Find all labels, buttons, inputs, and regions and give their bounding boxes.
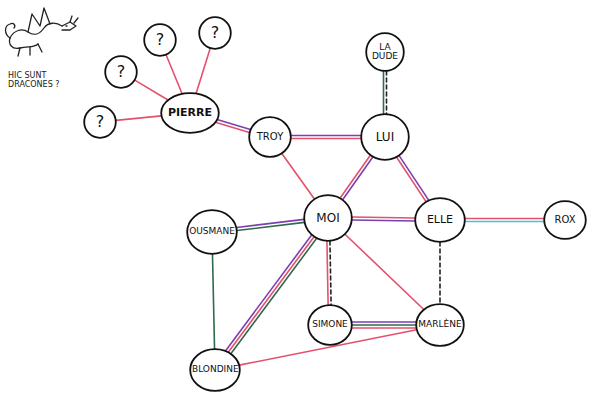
person-name: ELLE bbox=[417, 214, 463, 226]
circle-shape bbox=[161, 93, 219, 133]
relation-strand bbox=[352, 324, 416, 326]
relation-strand bbox=[330, 241, 331, 305]
person-circle: ROX bbox=[543, 200, 587, 240]
relation-line bbox=[345, 234, 424, 309]
circle-shape bbox=[366, 33, 404, 71]
person-name: ? bbox=[201, 25, 229, 42]
circle-shape bbox=[361, 114, 409, 160]
person-name: LUI bbox=[363, 131, 407, 144]
person-name: BLONDINE bbox=[192, 365, 238, 374]
relation-strand bbox=[237, 222, 304, 230]
person-name: PIERRE bbox=[163, 107, 217, 119]
relation-line bbox=[166, 55, 182, 94]
relation-line bbox=[291, 136, 361, 139]
relation-strand bbox=[327, 241, 328, 305]
circle-shape bbox=[144, 24, 176, 56]
person-circle: LUI bbox=[360, 113, 410, 161]
relation-line bbox=[226, 235, 317, 354]
person-name: ? bbox=[86, 114, 114, 131]
relation-strand bbox=[216, 122, 249, 132]
relation-line bbox=[216, 120, 250, 133]
circle-shape bbox=[187, 210, 237, 254]
person-name: SIMONE bbox=[310, 320, 350, 329]
relation-strand bbox=[343, 157, 373, 200]
relation-strand bbox=[386, 71, 388, 114]
relation-line bbox=[237, 219, 305, 230]
circle-shape bbox=[544, 201, 586, 239]
relation-strand bbox=[291, 138, 361, 140]
person-name: MARLÈNE bbox=[418, 320, 462, 329]
relation-strand bbox=[166, 55, 182, 94]
relation-strand bbox=[352, 217, 415, 218]
person-circle: MARLÈNE bbox=[415, 303, 465, 347]
person-circle: ? bbox=[104, 55, 138, 89]
person-circle: ? bbox=[83, 105, 117, 139]
relation-strand bbox=[465, 221, 544, 223]
person-circle: TROY bbox=[248, 116, 292, 158]
dragon-drawing bbox=[6, 8, 79, 56]
person-circle: LA DUDE bbox=[365, 32, 405, 72]
person-name: ? bbox=[107, 64, 135, 81]
relation-line bbox=[465, 219, 544, 222]
relation-strand bbox=[228, 237, 314, 352]
person-circle: SIMONE bbox=[307, 304, 353, 346]
circle-shape bbox=[199, 17, 231, 49]
person-name: MOI bbox=[306, 212, 350, 225]
relation-line bbox=[196, 48, 210, 93]
person-circle: PIERRE bbox=[160, 92, 220, 134]
note-text: HIC SUNT DRACONES ? bbox=[8, 72, 68, 90]
relation-strand bbox=[231, 239, 317, 354]
relation-line bbox=[212, 254, 214, 349]
relation-strand bbox=[116, 116, 161, 121]
relation-line bbox=[135, 80, 168, 100]
relation-strand bbox=[352, 327, 416, 329]
circle-shape bbox=[308, 305, 352, 345]
person-circle: ? bbox=[198, 16, 232, 50]
relation-line bbox=[282, 154, 315, 200]
person-name: ROX bbox=[546, 215, 584, 226]
relation-strand bbox=[196, 48, 210, 93]
relation-line bbox=[327, 241, 331, 305]
relation-strand bbox=[345, 234, 424, 309]
circle-shape bbox=[190, 349, 240, 391]
circle-shape bbox=[416, 304, 464, 346]
relation-strand bbox=[282, 154, 315, 200]
relation-strand bbox=[340, 155, 370, 198]
circle-shape bbox=[84, 106, 116, 138]
circle-shape bbox=[105, 56, 137, 88]
relation-strand bbox=[383, 71, 385, 114]
relation-strand bbox=[399, 156, 429, 201]
person-name: OUSMANE bbox=[189, 227, 235, 236]
person-circle: OUSMANE bbox=[186, 209, 238, 255]
relation-line bbox=[397, 156, 429, 202]
relation-strand bbox=[397, 157, 427, 202]
person-circle: BLONDINE bbox=[189, 348, 241, 392]
relation-line bbox=[352, 322, 416, 328]
person-name: ? bbox=[146, 32, 174, 49]
relation-strand bbox=[226, 235, 312, 350]
person-circle: MOI bbox=[303, 194, 353, 242]
person-circle: ? bbox=[143, 23, 177, 57]
relation-strand bbox=[212, 254, 214, 349]
person-name: TROY bbox=[251, 132, 289, 143]
relation-strand bbox=[439, 242, 441, 304]
relation-line bbox=[440, 242, 441, 304]
person-name: LA DUDE bbox=[368, 43, 402, 62]
relation-line bbox=[384, 71, 387, 114]
relation-line bbox=[352, 217, 415, 221]
relation-strand bbox=[352, 321, 416, 323]
relation-line bbox=[340, 155, 373, 200]
relation-strand bbox=[291, 135, 361, 137]
relation-strand bbox=[352, 220, 415, 221]
circle-shape bbox=[304, 195, 352, 241]
circle-shape bbox=[249, 117, 291, 157]
relation-strand bbox=[135, 80, 168, 100]
relation-strand bbox=[465, 218, 544, 220]
person-circle: ELLE bbox=[414, 197, 466, 243]
relation-line bbox=[116, 116, 161, 121]
circle-shape bbox=[415, 198, 465, 242]
